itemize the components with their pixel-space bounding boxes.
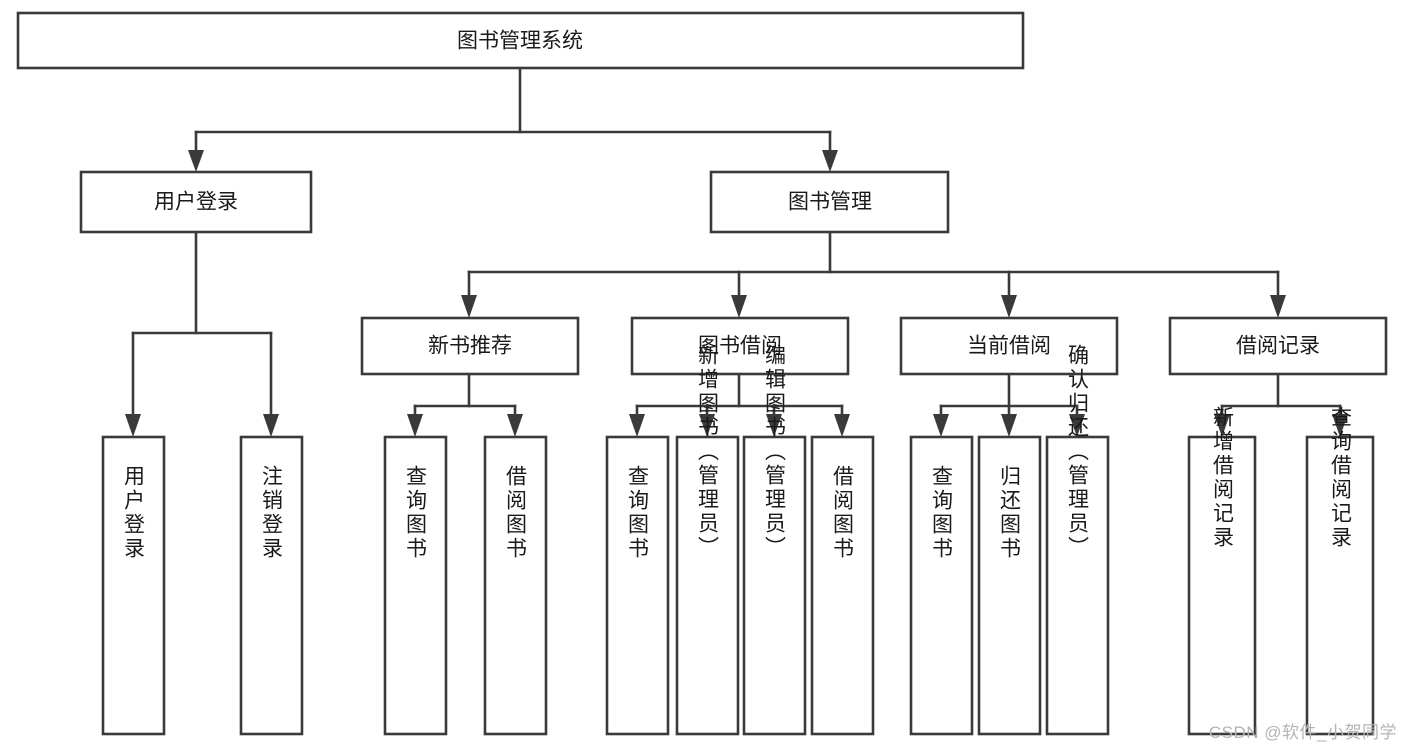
arrowhead-leaf-user-login: [125, 414, 141, 437]
node-leaf-return-book-box[interactable]: [977, 435, 1042, 736]
node-leaf-query-book-2[interactable]: 查询图书: [605, 435, 670, 736]
arrowhead-leaf-query-record: [1332, 414, 1348, 437]
node-book-manage-box[interactable]: [709, 170, 950, 234]
arrowhead-leaf-confirm-return: [1069, 414, 1085, 437]
node-leaf-user-login-box[interactable]: [101, 435, 166, 736]
node-leaf-confirm-return[interactable]: 确认归还（管理员）: [1045, 344, 1110, 736]
arrowhead-leaf-edit-book: [766, 414, 782, 437]
node-book-manage[interactable]: 图书管理: [709, 170, 950, 234]
arrowhead-bookborrow: [731, 295, 747, 318]
arrowhead-leaf-logout: [263, 414, 279, 437]
node-leaf-confirm-return-box[interactable]: [1045, 435, 1110, 736]
node-leaf-query-book-2-label: 查询图书: [626, 465, 650, 561]
node-leaf-edit-book-box[interactable]: [742, 435, 807, 736]
node-leaf-query-book-1-box[interactable]: [383, 435, 448, 736]
node-borrow-record-label: 借阅记录: [1236, 335, 1320, 358]
arrowhead-borrowrecord: [1270, 295, 1286, 318]
node-leaf-logout-box[interactable]: [239, 435, 304, 736]
arrowhead-leaf-borrow-book-1: [507, 414, 523, 437]
arrowhead-bookmanage: [822, 150, 838, 172]
node-borrow-record-box[interactable]: [1168, 316, 1388, 376]
node-leaf-logout[interactable]: 注销登录: [239, 435, 304, 736]
connector-layer: [125, 66, 1348, 437]
node-leaf-borrow-book-2[interactable]: 借阅图书: [810, 435, 875, 736]
node-leaf-return-book-label: 归还图书: [998, 465, 1022, 561]
node-leaf-add-book[interactable]: 新增图书（管理员）: [675, 344, 740, 736]
arrowhead-leaf-borrow-book-2: [834, 414, 850, 437]
node-leaf-edit-book-label: 编辑图书（管理员）: [763, 344, 787, 560]
node-leaf-borrow-book-2-label: 借阅图书: [831, 465, 855, 561]
node-leaf-query-book-1-label: 查询图书: [404, 465, 428, 561]
arrowhead-leaf-add-record: [1214, 414, 1230, 437]
csdn-watermark: CSDN @软件_小贺同学: [1208, 723, 1397, 742]
node-book-manage-label: 图书管理: [788, 191, 872, 214]
node-leaf-query-book-3-box[interactable]: [909, 435, 974, 736]
node-new-book-rec[interactable]: 新书推荐: [360, 316, 580, 376]
node-leaf-query-record[interactable]: 查询借阅记录: [1305, 406, 1375, 736]
node-leaf-query-book-3-label: 查询图书: [930, 465, 954, 561]
arrowhead-newbookrec: [461, 295, 477, 318]
node-leaf-borrow-book-2-box[interactable]: [810, 435, 875, 736]
node-current-borrow-label: 当前借阅: [967, 335, 1051, 358]
arrowhead-leaf-query-book-2: [629, 414, 645, 437]
node-leaf-user-login-label: 用户登录: [122, 465, 146, 561]
node-leaf-add-record[interactable]: 新增借阅记录: [1187, 406, 1257, 736]
node-leaf-query-book-1[interactable]: 查询图书: [383, 435, 448, 736]
node-borrow-record[interactable]: 借阅记录: [1168, 316, 1388, 376]
node-root-box[interactable]: [16, 11, 1025, 70]
node-leaf-borrow-book-1[interactable]: 借阅图书: [483, 435, 548, 736]
node-book-borrow-label: 图书借阅: [698, 335, 782, 358]
node-new-book-rec-label: 新书推荐: [428, 335, 512, 358]
node-book-borrow-box[interactable]: [630, 316, 850, 376]
node-leaf-query-book-2-box[interactable]: [605, 435, 670, 736]
node-leaf-return-book[interactable]: 归还图书: [977, 435, 1042, 736]
node-book-borrow[interactable]: 图书借阅: [630, 316, 850, 376]
node-leaf-logout-label: 注销登录: [260, 465, 284, 561]
node-leaf-add-record-box[interactable]: [1187, 435, 1257, 736]
node-leaf-edit-book[interactable]: 编辑图书（管理员）: [742, 344, 807, 736]
node-leaf-add-book-label: 新增图书（管理员）: [696, 344, 720, 560]
node-current-borrow[interactable]: 当前借阅: [899, 316, 1119, 376]
arrowhead-leaf-query-book-3: [933, 414, 949, 437]
node-leaf-query-record-box[interactable]: [1305, 435, 1375, 736]
node-root[interactable]: 图书管理系统: [16, 11, 1025, 70]
node-user-login[interactable]: 用户登录: [79, 170, 313, 234]
node-leaf-user-login[interactable]: 用户登录: [101, 435, 166, 736]
node-leaf-add-record-label: 新增借阅记录: [1211, 406, 1235, 550]
node-leaf-query-record-label: 查询借阅记录: [1329, 406, 1353, 550]
arrowhead-leaf-return-book: [1001, 414, 1017, 437]
arrowhead-currentborrow: [1001, 295, 1017, 318]
node-user-login-label: 用户登录: [154, 191, 238, 214]
node-leaf-borrow-book-1-label: 借阅图书: [504, 465, 528, 561]
node-leaf-confirm-return-label: 确认归还（管理员）: [1066, 344, 1090, 560]
node-new-book-rec-box[interactable]: [360, 316, 580, 376]
arrowhead-userlogin: [188, 150, 204, 172]
node-user-login-box[interactable]: [79, 170, 313, 234]
node-current-borrow-box[interactable]: [899, 316, 1119, 376]
arrowhead-leaf-query-book-1: [407, 414, 423, 437]
arrowhead-leaf-add-book: [699, 414, 715, 437]
node-root-label: 图书管理系统: [457, 30, 583, 53]
node-leaf-borrow-book-1-box[interactable]: [483, 435, 548, 736]
node-leaf-add-book-box[interactable]: [675, 435, 740, 736]
node-leaf-query-book-3[interactable]: 查询图书: [909, 435, 974, 736]
